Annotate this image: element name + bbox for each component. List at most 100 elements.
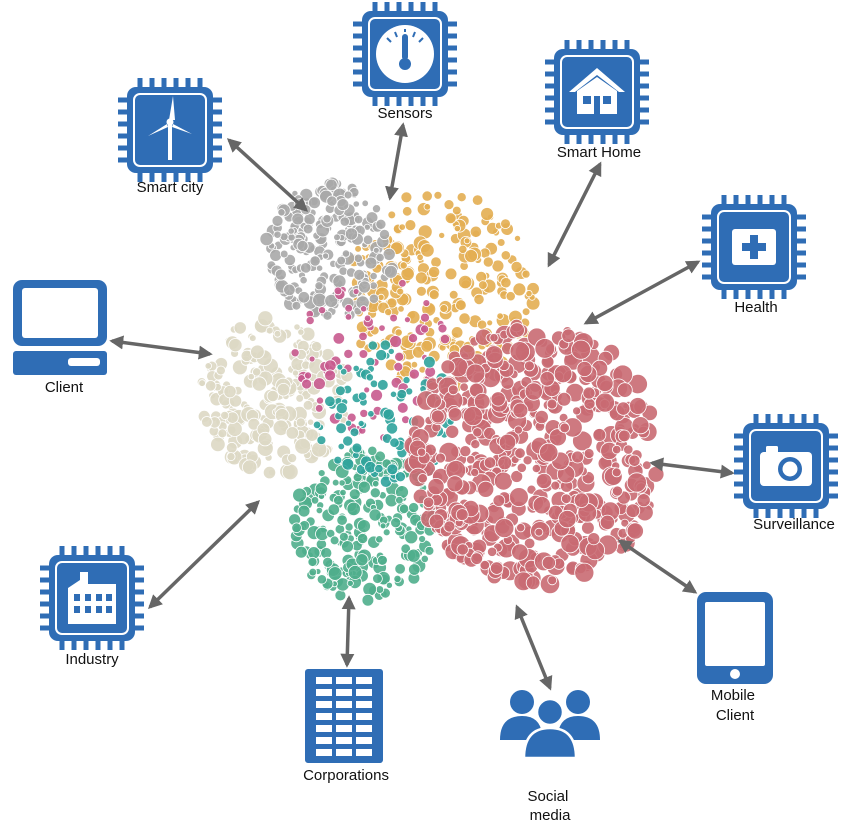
node-smart-city: Smart city: [118, 78, 222, 196]
network-node-bubble: [612, 444, 622, 455]
network-node-bubble: [338, 531, 349, 542]
network-node-bubble: [486, 319, 494, 327]
network-node-bubble: [384, 308, 393, 317]
network-node-bubble: [333, 286, 343, 296]
network-node-bubble: [375, 253, 385, 263]
network-node-bubble: [573, 492, 590, 508]
network-node-bubble: [394, 351, 405, 362]
network-node-bubble: [352, 364, 360, 372]
network-node-bubble: [322, 252, 330, 260]
network-node-bubble: [316, 574, 327, 585]
network-node-bubble: [309, 255, 321, 267]
arrow-smart-city: [226, 138, 309, 212]
network-node-bubble: [357, 391, 368, 401]
network-node-bubble: [369, 487, 381, 499]
network-node-bubble: [367, 410, 375, 418]
network-node-bubble: [236, 431, 251, 446]
network-node-bubble: [375, 535, 384, 544]
network-node-bubble: [343, 190, 353, 200]
node-client: Client: [13, 280, 107, 396]
network-node-bubble: [479, 559, 491, 571]
medical-cross-icon: [732, 229, 776, 265]
network-node-bubble: [250, 344, 265, 360]
network-node-bubble: [512, 282, 527, 297]
network-node-bubble: [625, 503, 641, 519]
network-node-bubble: [489, 333, 499, 343]
network-node-bubble: [524, 360, 535, 372]
network-node-bubble: [512, 402, 529, 419]
arrow-sensors: [385, 122, 408, 201]
network-node-bubble: [348, 488, 361, 501]
network-node-bubble: [509, 341, 531, 362]
node-social-media: Social media: [500, 690, 600, 824]
network-node-bubble: [274, 268, 287, 281]
network-node-bubble: [470, 467, 480, 477]
network-node-bubble: [393, 574, 402, 584]
network-node-bubble: [336, 363, 344, 371]
network-node-bubble: [439, 333, 451, 345]
network-node-bubble: [559, 422, 570, 434]
network-node-bubble: [302, 399, 314, 411]
network-node-bubble: [361, 199, 369, 207]
network-node-bubble: [459, 445, 472, 458]
network-node-bubble: [376, 379, 389, 391]
network-node-bubble: [418, 535, 427, 543]
network-node-bubble: [369, 281, 378, 290]
network-node-bubble: [389, 313, 398, 323]
network-node-bubble: [316, 435, 327, 446]
network-node-bubble: [371, 204, 381, 214]
network-node-bubble: [252, 367, 262, 377]
network-node-bubble: [398, 503, 410, 515]
network-node-bubble: [357, 280, 371, 294]
network-node-bubble: [365, 373, 374, 382]
network-node-bubble: [343, 348, 354, 359]
network-node-bubble: [297, 504, 311, 518]
network-node-bubble: [616, 401, 631, 416]
network-node-bubble: [423, 355, 436, 369]
network-node-bubble: [443, 199, 455, 211]
network-node-bubble: [484, 345, 504, 364]
network-node-bubble: [353, 268, 366, 281]
network-node-bubble: [201, 416, 213, 428]
network-node-bubble: [317, 469, 326, 478]
network-node-bubble: [344, 313, 353, 321]
network-node-bubble: [336, 198, 350, 212]
node-sensors: Sensors: [353, 2, 457, 122]
network-node-bubble: [290, 348, 300, 358]
network-node-bubble: [444, 212, 457, 225]
network-node-bubble: [382, 247, 396, 261]
network-node-bubble: [210, 436, 226, 453]
network-node-bubble: [626, 522, 644, 540]
network-node-bubble: [386, 463, 399, 476]
network-node-bubble: [223, 384, 237, 399]
network-node-bubble: [299, 276, 308, 285]
network-node-bubble: [336, 514, 348, 526]
network-node-bubble: [404, 219, 417, 232]
wind-turbine-icon: [148, 96, 192, 160]
network-node-bubble: [324, 369, 337, 382]
network-node-bubble: [420, 324, 430, 334]
network-node-bubble: [344, 227, 359, 241]
arrow-surveillance: [649, 457, 735, 479]
network-node-bubble: [465, 363, 486, 384]
network-node-bubble: [511, 543, 529, 561]
network-node-bubble: [631, 416, 650, 435]
network-node-bubble: [617, 429, 631, 443]
network-node-bubble: [249, 334, 257, 342]
network-node-bubble: [408, 368, 420, 380]
network-node-bubble: [353, 214, 364, 225]
network-node-bubble: [426, 392, 442, 409]
network-node-bubble: [453, 224, 461, 233]
network-node-bubble: [314, 281, 324, 291]
network-node-bubble: [535, 472, 553, 490]
network-node-bubble: [302, 223, 314, 235]
network-node-bubble: [356, 532, 369, 545]
network-node-bubble: [346, 501, 361, 517]
network-node-bubble: [642, 460, 652, 470]
tablet-icon: [697, 592, 773, 684]
network-node-bubble: [471, 194, 484, 206]
network-node-bubble: [344, 419, 352, 427]
network-node-bubble: [294, 437, 312, 455]
network-node-bubble: [283, 283, 296, 297]
arrow-health: [583, 260, 701, 325]
